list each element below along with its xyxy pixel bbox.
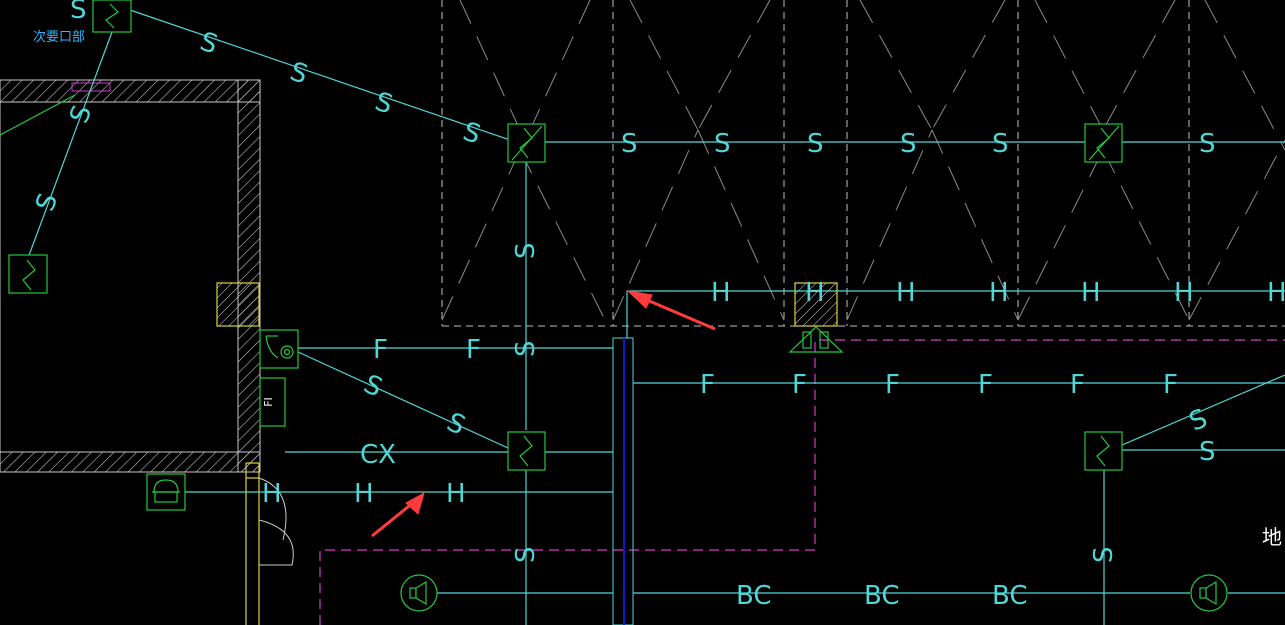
- warning-triangle-icon: [788, 326, 844, 353]
- wire-label-h: H: [711, 278, 731, 308]
- wire-label-s: S: [511, 546, 541, 563]
- arrow-icon: [626, 290, 716, 331]
- wire-label-s: S: [900, 129, 917, 159]
- arrow-icon: [371, 491, 425, 538]
- wire-label-f: F: [885, 370, 900, 400]
- wire-label-h: H: [262, 479, 282, 509]
- smoke-detector-icon: [1084, 431, 1123, 471]
- wire-label-cx: CX: [360, 440, 396, 470]
- ceiling-grid: [441, 0, 1285, 327]
- wire-label-h: H: [1081, 278, 1101, 308]
- smoke-detector-icon: [1084, 123, 1123, 163]
- fi-device: FI: [259, 377, 286, 427]
- wire-label-h: H: [1267, 278, 1285, 308]
- smoke-detector-icon: [507, 123, 546, 163]
- wire-label-s: S: [511, 340, 541, 357]
- vertical-conduit: [612, 337, 634, 625]
- wire-label-s: S: [511, 242, 541, 259]
- wire-label-s: S: [70, 0, 87, 25]
- wire-label-s: S: [371, 87, 396, 121]
- wire-label-s: S: [621, 129, 638, 159]
- wire-label-s: S: [459, 117, 484, 151]
- wire-label-h: H: [989, 278, 1009, 308]
- wire-label-h: H: [896, 278, 916, 308]
- wire-label-h: H: [354, 479, 374, 509]
- wire-label-s: S: [807, 129, 824, 159]
- wire-label-f: F: [978, 370, 993, 400]
- wire-label-f: F: [1163, 370, 1178, 400]
- side-note-text: 地: [1262, 525, 1282, 549]
- speaker-icon: [400, 574, 438, 612]
- wire-label-h: H: [446, 479, 466, 509]
- alarm-bell-icon: [259, 329, 299, 369]
- column-frames: [216, 282, 838, 625]
- wire-label-f: F: [700, 370, 715, 400]
- wire-label-s: S: [1089, 546, 1119, 563]
- smoke-detector-icon: [8, 254, 48, 294]
- wire-label-s: S: [359, 369, 387, 403]
- wire-label-bc: BC: [736, 581, 772, 611]
- speaker-icon: [1190, 574, 1228, 612]
- wiring: [0, 9, 1285, 625]
- wire-label-bc: BC: [864, 581, 900, 611]
- wire-label-f: F: [373, 335, 388, 365]
- wire-label-bc: BC: [992, 581, 1028, 611]
- wire-label-s: S: [714, 129, 731, 159]
- smoke-detector-icon: [92, 0, 132, 33]
- wire-label-f: F: [1070, 370, 1085, 400]
- smoke-detector-icon: [507, 431, 546, 471]
- wire-label-s: S: [1199, 129, 1216, 159]
- wire-label-s: S: [286, 57, 311, 91]
- wire-label-s: S: [992, 129, 1009, 159]
- boundary-line: [319, 339, 1285, 625]
- wire-label-s: S: [442, 407, 470, 441]
- wire-label-h: H: [805, 278, 825, 308]
- door: [258, 477, 294, 566]
- wire-label-f: F: [792, 370, 807, 400]
- wire-label-s: S: [1199, 437, 1216, 467]
- wire-label-f: F: [466, 335, 481, 365]
- wire-label-s: S: [196, 27, 221, 61]
- telephone-icon: [146, 473, 186, 511]
- note-text: 次要口部: [33, 29, 85, 45]
- wire-label-h: H: [1174, 278, 1194, 308]
- fi-label: FI: [262, 397, 275, 407]
